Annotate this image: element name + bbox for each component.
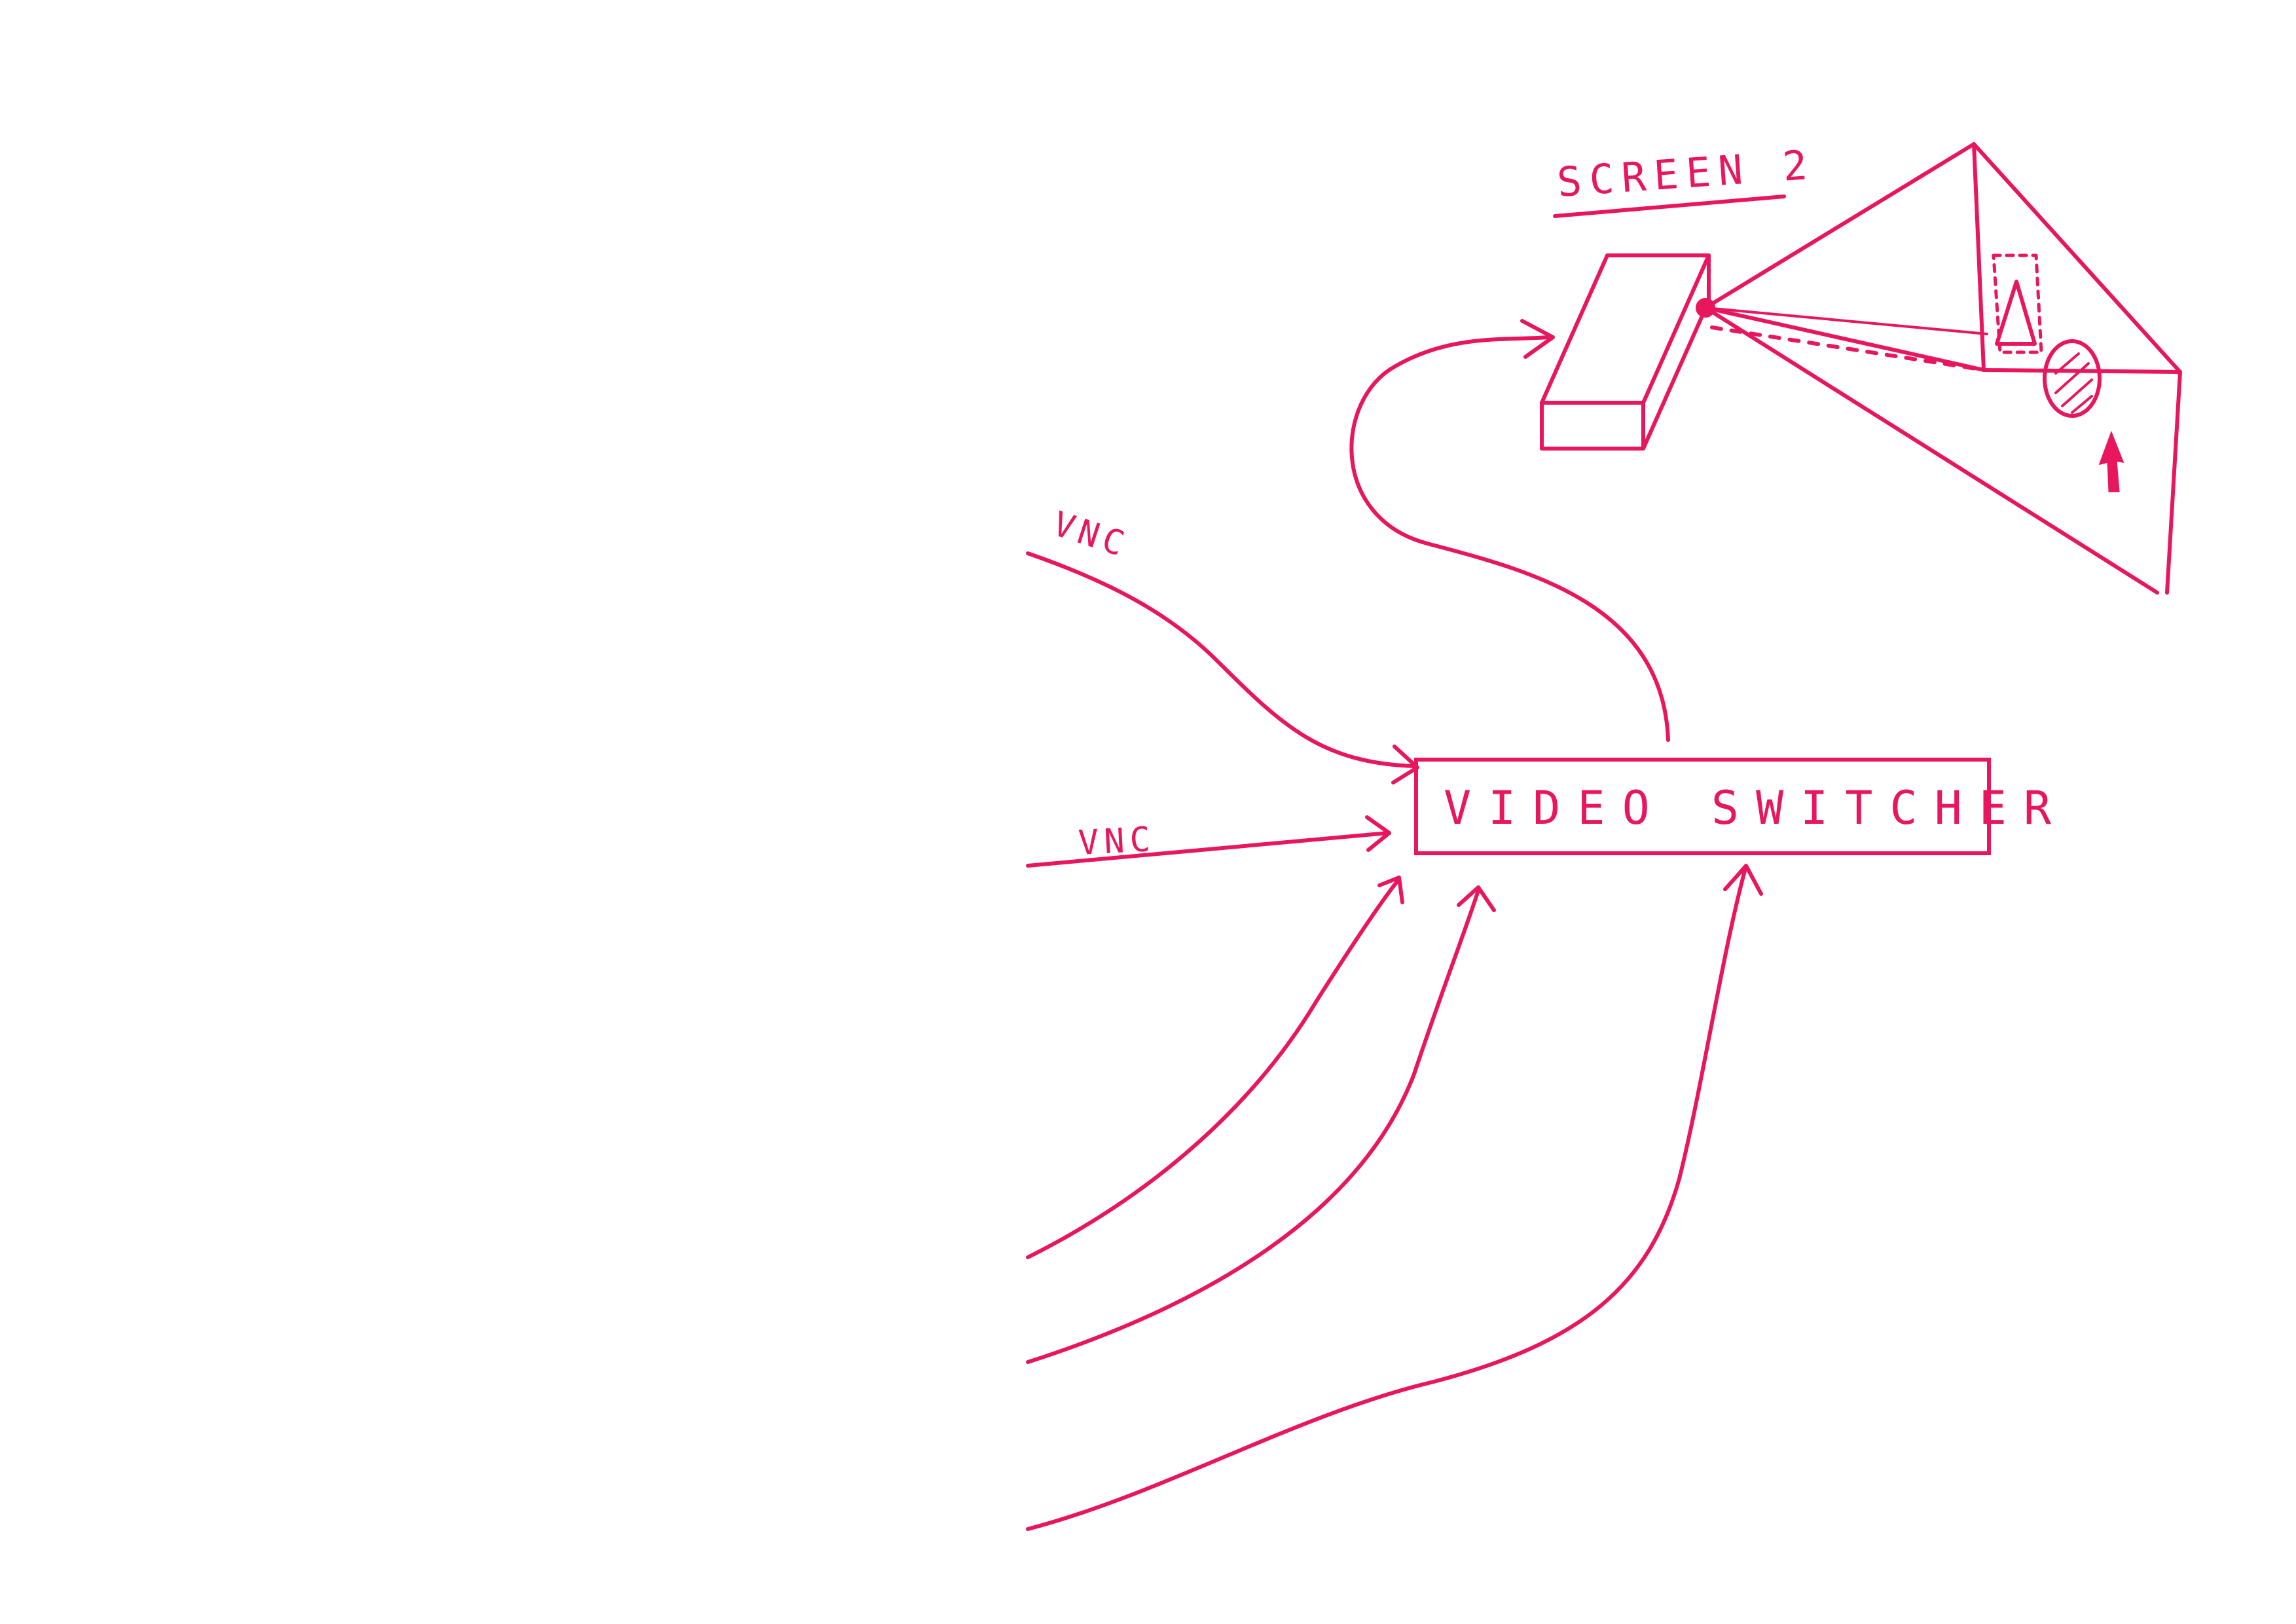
video-switcher-box [1414, 758, 1991, 855]
projection-screen-icon [1704, 142, 2182, 595]
hatched-circle-icon [2043, 339, 2102, 418]
screen-label-underline [1553, 194, 1786, 218]
vnc-mid-cable [1026, 831, 1390, 868]
triangle-shape-icon [1995, 280, 2037, 346]
vnc-top-label: VNC [1048, 504, 1134, 566]
output-cable-arrowhead [1520, 319, 1555, 359]
input-cable-1-arrowhead [1377, 876, 1404, 904]
vnc-top-cable [1026, 551, 1416, 768]
input-cable-3 [1026, 869, 1747, 1531]
input-cable-2-arrowhead [1457, 885, 1496, 912]
arrow-cursor-icon [2098, 430, 2124, 492]
input-cable-2 [1026, 889, 1480, 1364]
vnc-mid-arrowhead [1365, 815, 1391, 852]
output-cable [1349, 335, 1670, 742]
input-cable-3-arrowhead [1723, 864, 1763, 896]
projected-frame [1992, 253, 2043, 354]
vnc-top-arrowhead [1391, 745, 1419, 784]
input-cable-1 [1026, 879, 1400, 1259]
projector-box-icon [1540, 253, 1715, 451]
video-switcher-label: VIDEO SWITCHER [1444, 781, 2068, 835]
